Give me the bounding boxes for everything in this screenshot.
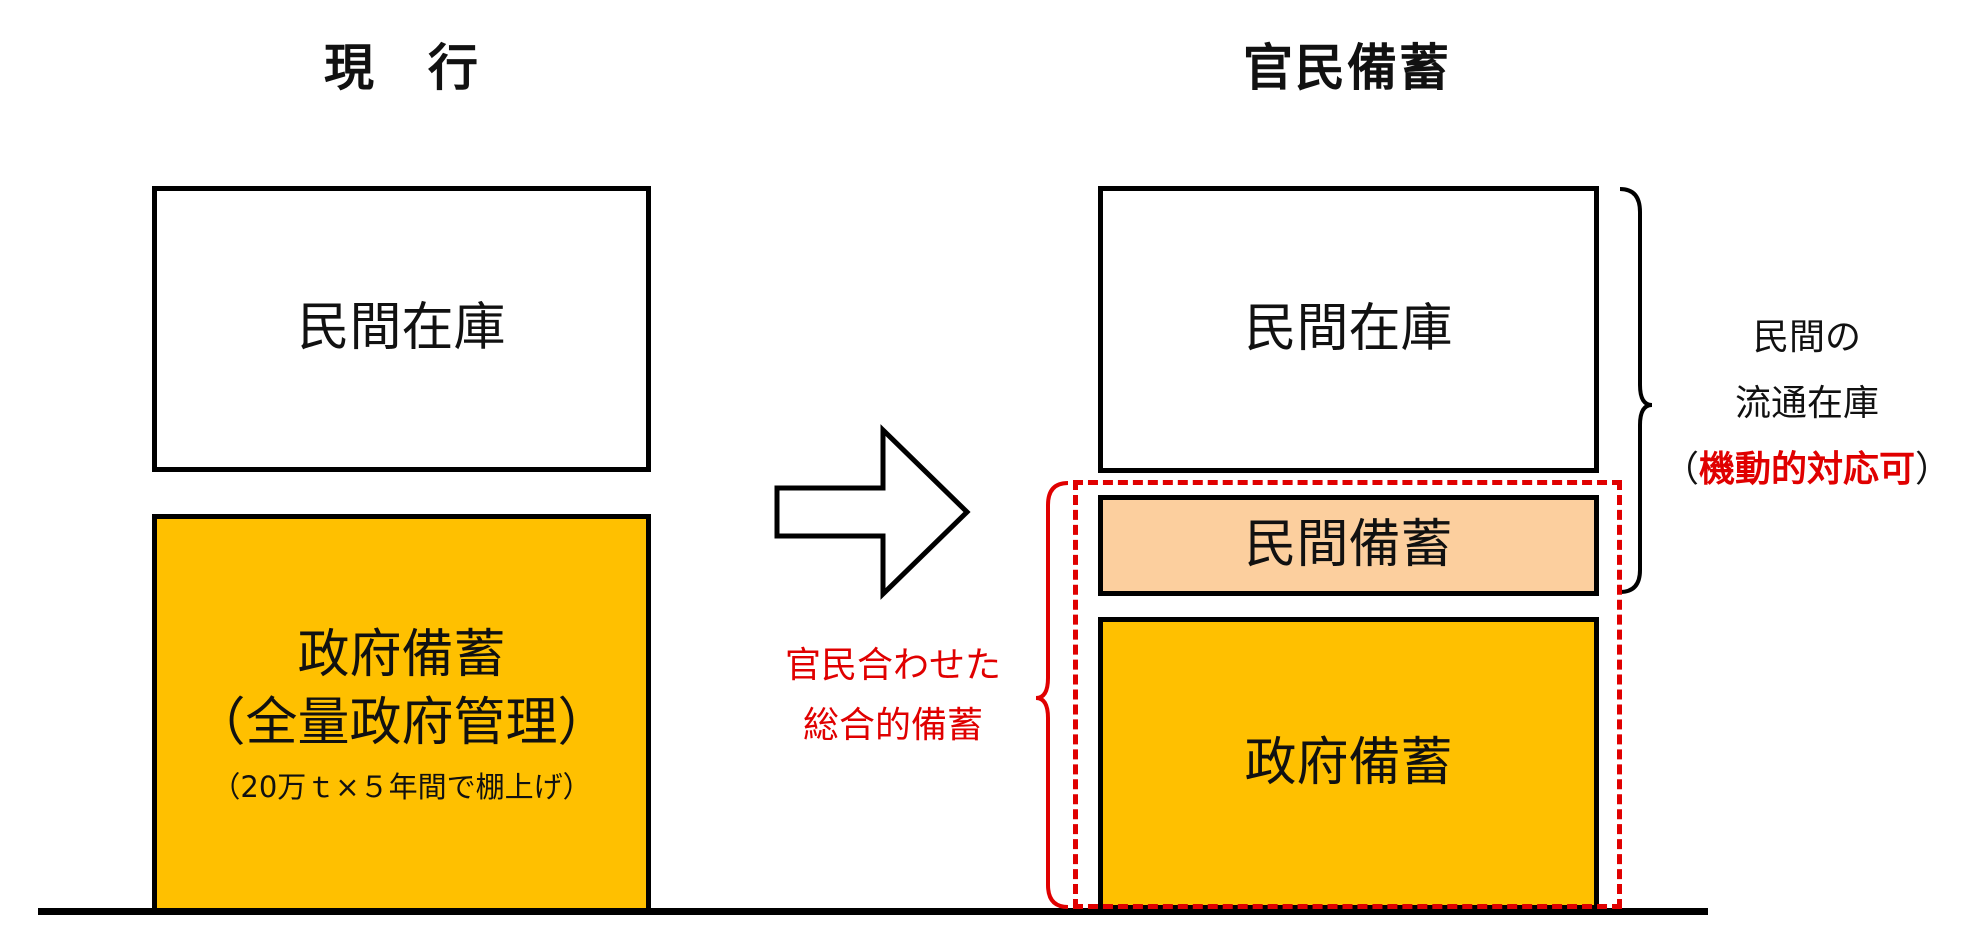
left-gov-reserve-box: 政府備蓄 （全量政府管理） （20万ｔ×５年間で棚上げ） — [152, 514, 651, 914]
right-arrow-icon — [774, 424, 971, 600]
paren-close: ） — [1915, 449, 1952, 490]
right-private-reserve-label: 民間備蓄 — [1244, 514, 1453, 575]
brace-label-line3: （機動的対応可） — [1640, 437, 1974, 503]
combined-label-line2: 総合的備蓄 — [802, 705, 983, 746]
baseline — [38, 908, 1708, 915]
combined-label-line1: 官民合わせた — [784, 645, 1001, 686]
right-brace-icon — [1619, 187, 1653, 594]
proposed-title: 官民備蓄 — [1243, 39, 1451, 97]
left-private-stock-label: 民間在庫 — [297, 298, 506, 359]
left-red-brace-icon — [1035, 481, 1069, 909]
left-private-stock-box: 民間在庫 — [152, 186, 651, 472]
combined-reserve-label: 官民合わせた 総合的備蓄 — [753, 636, 1033, 756]
flexible-response-label: 機動的対応可 — [1698, 449, 1915, 490]
right-private-stock-box: 民間在庫 — [1098, 186, 1599, 473]
right-private-stock-label: 民間在庫 — [1244, 298, 1453, 359]
paren-open: （ — [1662, 449, 1699, 490]
left-gov-reserve-label: 政府備蓄 — [297, 625, 506, 686]
right-gov-reserve-label: 政府備蓄 — [1244, 732, 1453, 793]
right-private-reserve-box: 民間備蓄 — [1098, 495, 1599, 596]
current-title: 現 行 — [324, 39, 480, 97]
brace-label-line1: 民間の — [1752, 317, 1861, 358]
left-gov-reserve-detail: （20万ｔ×５年間で棚上げ） — [211, 769, 592, 804]
private-distribution-stock-label: 民間の 流通在庫 （機動的対応可） — [1640, 305, 1974, 503]
combined-reserve-dashed-outline — [1073, 480, 1622, 909]
left-gov-reserve-note: （全量政府管理） — [193, 693, 610, 753]
brace-label-line2: 流通在庫 — [1734, 383, 1879, 424]
right-gov-reserve-box: 政府備蓄 — [1098, 617, 1599, 910]
